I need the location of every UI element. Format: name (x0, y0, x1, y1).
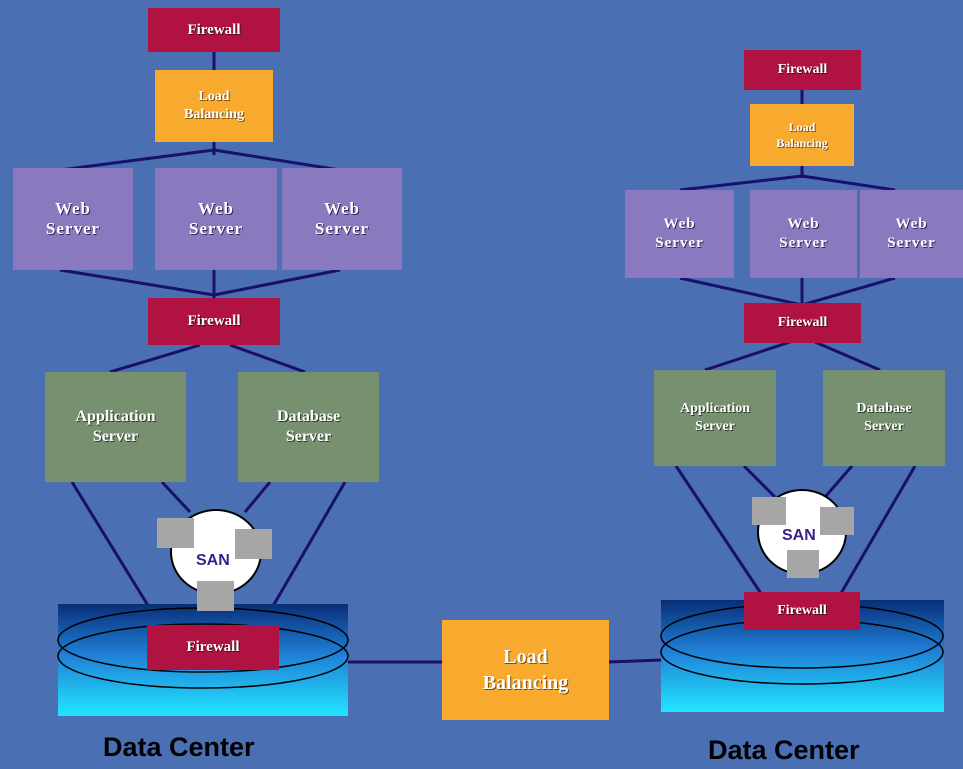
firewall-top-left: Firewall (148, 8, 280, 52)
database-server-right: Database Server (823, 370, 945, 466)
san-device-right-3 (787, 550, 819, 578)
san-label-left: SAN (196, 552, 230, 569)
load-balancing-right: Load Balancing (750, 104, 854, 166)
load-balancing-left: Load Balancing (155, 70, 273, 142)
san-device-left-3 (197, 581, 234, 611)
firewall-top-right: Firewall (744, 50, 861, 90)
san-device-left-1 (157, 518, 194, 548)
data-center-label-left: Data Center (103, 732, 255, 762)
web-server-left-1: Web Server (13, 168, 133, 270)
database-server-left: Database Server (238, 372, 379, 482)
web-server-right-1: Web Server (625, 190, 734, 278)
application-server-left: Application Server (45, 372, 186, 482)
san-device-right-2 (820, 507, 854, 535)
web-server-left-3: Web Server (282, 168, 402, 270)
firewall-mid-right: Firewall (744, 303, 861, 343)
data-center-label-right: Data Center (708, 735, 860, 765)
san-device-right-1 (752, 497, 786, 525)
firewall-mid-left: Firewall (148, 298, 280, 345)
san-device-left-2 (235, 529, 272, 559)
san-label-right: SAN (782, 527, 816, 544)
web-server-left-2: Web Server (155, 168, 277, 270)
web-server-right-2: Web Server (750, 190, 857, 278)
firewall-bottom-left: Firewall (147, 625, 279, 670)
web-server-right-3: Web Server (860, 190, 963, 278)
load-balancing-center: Load Balancing (442, 620, 609, 720)
application-server-right: Application Server (654, 370, 776, 466)
firewall-bottom-right: Firewall (744, 592, 860, 630)
